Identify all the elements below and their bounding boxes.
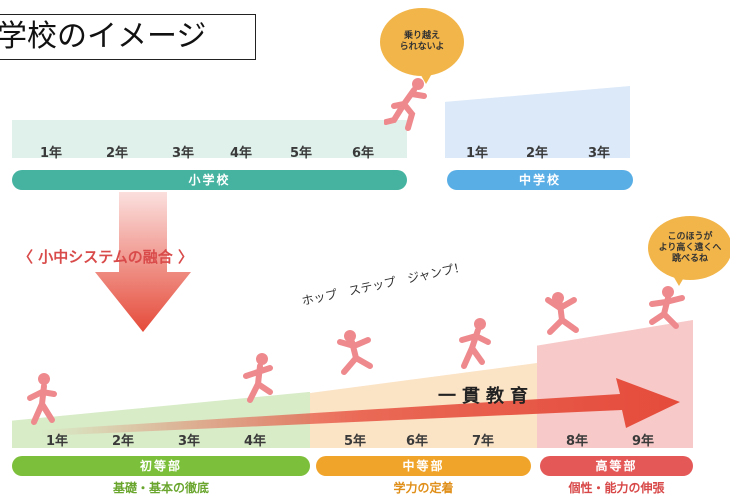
- page-title: 学校のイメージ: [0, 14, 256, 60]
- middle-division-bar: 中等部: [316, 456, 531, 476]
- middle-school-bar: 中学校: [447, 170, 633, 190]
- primary-division-bar: 初等部: [12, 456, 310, 476]
- bubble-top-line-1: 乗り越え: [403, 31, 440, 41]
- top-grade-label: 2年: [526, 146, 549, 161]
- consistent-education-arrow: [40, 378, 680, 436]
- top-grade-label: 6年: [352, 146, 375, 161]
- top-grade-label: 4年: [230, 146, 253, 161]
- elementary-school-bar: 小学校: [12, 170, 407, 190]
- runner-figure-top: [384, 78, 427, 131]
- bottom-grade-label: 8年: [566, 434, 589, 449]
- merge-down-arrow: [95, 192, 191, 332]
- consistent-education-label: 一貫教育: [438, 386, 534, 407]
- bubble-right-line-1: このほうが: [667, 231, 713, 242]
- runner-figure: [459, 318, 491, 369]
- runner-figure: [27, 373, 57, 425]
- bottom-grade-label: 9年: [632, 434, 655, 449]
- middle-division-subtitle: 学力の定着: [393, 481, 454, 495]
- runner-figure: [649, 286, 685, 329]
- runner-figure: [545, 292, 579, 335]
- bubble-right-line-3: 跳べるね: [671, 253, 708, 264]
- bottom-grade-label: 7年: [472, 434, 495, 449]
- upper-division-bar: 高等部: [540, 456, 693, 476]
- upper-division-subtitle: 個性・能力の伸張: [568, 481, 665, 495]
- bottom-grade-label: 4年: [244, 434, 267, 449]
- upper-division-zone: [537, 320, 693, 448]
- fusion-label: 〈 小中システムの融合 〉: [18, 248, 193, 266]
- top-grade-label: 3年: [588, 146, 611, 161]
- primary-division-subtitle: 基礎・基本の徹底: [112, 481, 209, 495]
- top-grade-label: 1年: [40, 146, 63, 161]
- bottom-grade-label: 6年: [406, 434, 429, 449]
- elementary-grade-band: [12, 120, 407, 158]
- bottom-grade-label: 2年: [112, 434, 135, 449]
- bottom-grade-label: 3年: [178, 434, 201, 449]
- top-grade-label: 3年: [172, 146, 195, 161]
- bubble-right-line-2: より高く遠くへ: [658, 242, 722, 253]
- runner-figure: [337, 330, 373, 375]
- bottom-grade-label: 5年: [344, 434, 367, 449]
- bubble-top-line-2: られないよ: [399, 42, 445, 52]
- hop-step-jump-text: ホップ ステップ ジャンプ！: [300, 259, 467, 309]
- top-grade-label: 1年: [466, 146, 489, 161]
- top-grade-label: 5年: [290, 146, 313, 161]
- top-grade-label: 2年: [106, 146, 129, 161]
- speech-bubble-top: 乗り越え られないよ: [380, 8, 464, 76]
- speech-bubble-right: このほうが より高く遠くへ 跳べるね: [648, 216, 730, 280]
- bubble-right-tail: [672, 274, 686, 286]
- runner-figure: [243, 353, 273, 403]
- bottom-grade-label: 1年: [46, 434, 69, 449]
